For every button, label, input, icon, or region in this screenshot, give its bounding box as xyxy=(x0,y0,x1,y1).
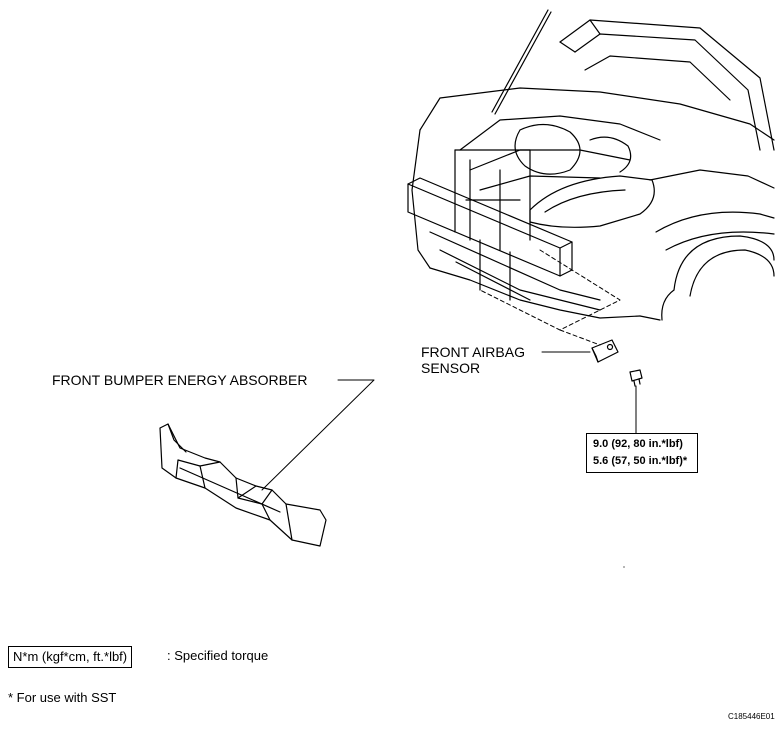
legend-description: : Specified torque xyxy=(167,648,269,663)
airbag-sensor xyxy=(591,339,619,363)
hood-support-rod xyxy=(491,9,552,115)
absorber-leader-line xyxy=(261,379,375,491)
energy-absorber xyxy=(159,423,327,547)
torque-spec-standard: 9.0 (92, 80 in.*lbf) xyxy=(593,438,683,450)
radiator-support xyxy=(454,149,531,251)
front-wheel xyxy=(655,211,775,321)
bumper-reinforcement xyxy=(407,177,573,277)
vehicle-hood xyxy=(559,19,775,151)
torque-spec-sst: 5.6 (57, 50 in.*lbf)* xyxy=(593,455,688,467)
legend-units-box: N*m (kgf*cm, ft.*lbf) xyxy=(8,646,133,668)
torque-spec-box: 9.0 (92, 80 in.*lbf) 5.6 (57, 50 in.*lbf… xyxy=(586,433,698,473)
sensor-label-line2: SENSOR xyxy=(421,360,481,376)
headlamp xyxy=(529,175,655,228)
sensor-location-lines xyxy=(479,249,621,346)
figure-code: C185446E01 xyxy=(728,712,775,721)
absorber-label: FRONT BUMPER ENERGY ABSORBER xyxy=(52,372,308,388)
stray-mark xyxy=(623,566,625,568)
sst-note: * For use with SST xyxy=(8,690,117,705)
sensor-label-line1: FRONT AIRBAG xyxy=(421,344,525,360)
lower-apron xyxy=(429,231,601,311)
vehicle-body xyxy=(411,87,775,321)
sensor-bolt xyxy=(629,369,643,387)
